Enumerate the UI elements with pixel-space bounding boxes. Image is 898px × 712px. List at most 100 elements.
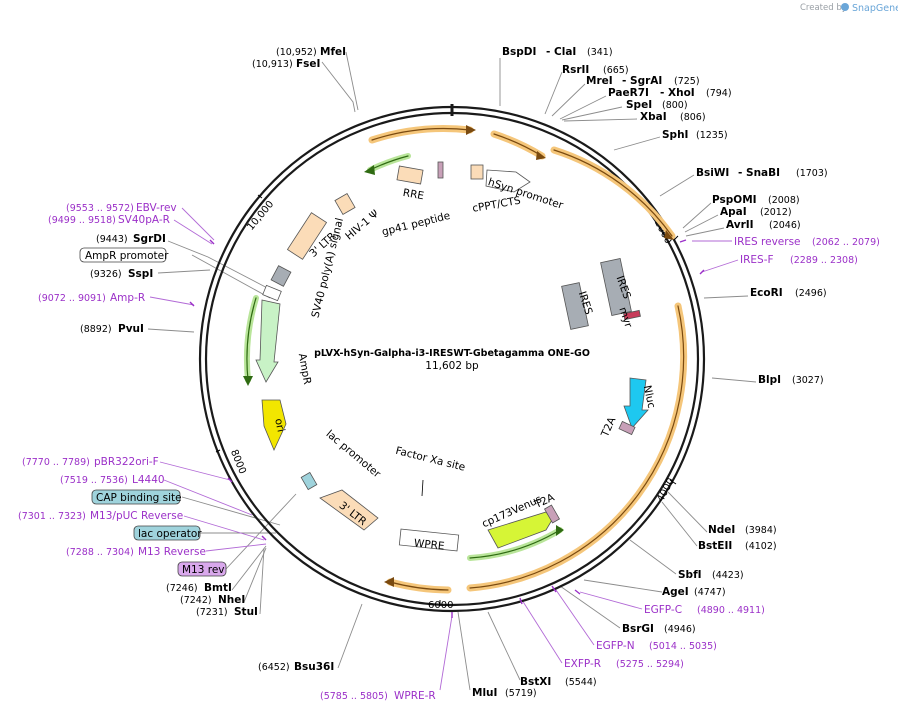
myr-box (623, 309, 641, 321)
nhei-name: NheI (218, 594, 245, 606)
mark-ires-reverse (679, 239, 687, 243)
arc-orange-top-line (371, 127, 471, 141)
arrowhead-1 (466, 125, 476, 135)
agei-coord: (4747) (694, 587, 726, 598)
ires-reverse-coord: (2062 .. 2079) (812, 237, 880, 248)
leader-paer7i (559, 95, 607, 120)
leader-stui (259, 547, 265, 615)
fsei-coord: (10,913) (252, 59, 293, 70)
bspdi-name: BspDI (502, 46, 536, 58)
lac-operator-box (133, 525, 201, 541)
ndei-name: NdeI (708, 524, 735, 536)
leader-egfp-n (555, 589, 595, 646)
sbfi-name: SbfI (678, 569, 702, 581)
ltr3-bottom-box (319, 489, 379, 531)
leader-rsrii (544, 71, 563, 115)
bsiwi-name: BsiWI (696, 167, 729, 179)
leader-wpre-r (439, 615, 453, 691)
cppt-box (470, 164, 484, 180)
sphi-coord: (1235) (696, 130, 728, 141)
lac-operator-label: lac operator (138, 528, 202, 540)
nluc-arrow (623, 377, 649, 429)
leader-egfp-c (579, 591, 643, 610)
pspomi-coord: (2008) (768, 195, 800, 206)
mrei-name: MreI (586, 75, 613, 87)
bsu36i-coord: (6452) (258, 662, 290, 673)
mark-pbr322ori-f (227, 477, 233, 483)
tick-mark-2000 (673, 235, 679, 241)
bsiwi-coord: (1703) (796, 168, 828, 179)
plasmid-name: pLVX-hSyn-Galpha-i3-IRESWT-Gbetagamma ON… (314, 348, 590, 359)
tick-6000: 6000 (428, 600, 453, 611)
ecori-name: EcoRI (750, 287, 783, 299)
arrowhead-2 (536, 151, 546, 160)
leader-cap-binding-site (181, 496, 281, 526)
arc-orange-top2 (490, 130, 546, 160)
leader-ampr-promoter (191, 254, 271, 299)
egfp-c-name: EGFP-C (644, 604, 682, 616)
ires-f-name: IRES-F (740, 254, 774, 266)
leader-nhei (243, 547, 267, 603)
rre-box (396, 165, 424, 185)
mark-egfp-n (551, 585, 557, 593)
leader-bstxi (487, 611, 521, 681)
primer-marks (189, 239, 705, 618)
leader-blpi (711, 377, 757, 383)
enzyme-leader-lines (147, 51, 757, 691)
hsyn-arrow (485, 169, 531, 193)
leader-m13-rev (225, 493, 297, 570)
mark-m13-puc (261, 535, 267, 541)
feature-ori: ori (272, 417, 287, 433)
leader-sgrdi (167, 240, 276, 293)
apai-name: ApaI (720, 206, 747, 218)
ampr-arrow (255, 299, 281, 383)
leader-sbfi (629, 539, 677, 575)
cp173venus-arrow (487, 511, 553, 549)
sspi-coord: (9326) (90, 269, 122, 280)
egfp-c-coord: (4890 .. 4911) (697, 605, 765, 616)
arrowhead-6 (243, 376, 253, 386)
blpi-coord: (3027) (792, 375, 824, 386)
avrii-name: AvrII (726, 219, 754, 231)
tick-mark-8000 (215, 449, 221, 453)
enzyme-labels: (10,952) MfeI (10,913) FseI BspDI - ClaI… (80, 46, 828, 699)
mark-exfp-r (519, 597, 523, 605)
leader-apai (684, 214, 719, 233)
ori-arrow (261, 399, 287, 451)
feature-myr: myr (616, 306, 634, 330)
bmti-name: BmtI (204, 582, 232, 594)
bstxi-coord: (5544) (565, 677, 597, 688)
stui-coord: (7231) (196, 607, 228, 618)
m13-puc-reverse-coord: (7301 .. 7323) (18, 511, 86, 522)
sgrdi-coord: (9443) (96, 234, 128, 245)
apai-coord: (2012) (760, 207, 792, 218)
leader-ndei (667, 491, 708, 533)
ampr-promoter-shape (262, 284, 282, 302)
exfp-r-name: EXFP-R (564, 658, 601, 670)
spei-name: SpeI (626, 99, 652, 111)
feature-arcs (243, 125, 688, 594)
egfp-n-coord: (5014 .. 5035) (649, 641, 717, 652)
mlui-name: MluI (472, 687, 497, 699)
primer-labels: IRES reverse (2062 .. 2079) IRES-F (2289… (18, 202, 880, 702)
leader-exfp-r (521, 599, 563, 664)
mfei-coord: (10,952) (276, 47, 317, 58)
feature-t2a1: T2A (599, 415, 619, 440)
bstxi-name: BstXI (520, 676, 551, 688)
bsrgi-name: BsrGI (622, 623, 654, 635)
feature-shapes (255, 161, 649, 552)
leader-ebv-rev (181, 207, 215, 241)
leader-mfei (345, 51, 359, 111)
sgrdi-name: SgrDI (133, 233, 166, 245)
leader-bsrgi (559, 585, 621, 629)
arc-orange-bottom (386, 578, 452, 594)
primer-leader-lines (149, 207, 739, 691)
pbr322ori-f-coord: (7770 .. 7789) (22, 457, 90, 468)
rsrii-name: RsrII (562, 64, 589, 76)
l4440-coord: (7519 .. 7536) (60, 475, 128, 486)
credit: Created by SnapGene (800, 3, 898, 14)
cap-binding-site-box (91, 489, 181, 505)
arrowhead-4 (384, 577, 394, 587)
bsteii-coord: (4102) (745, 541, 777, 552)
